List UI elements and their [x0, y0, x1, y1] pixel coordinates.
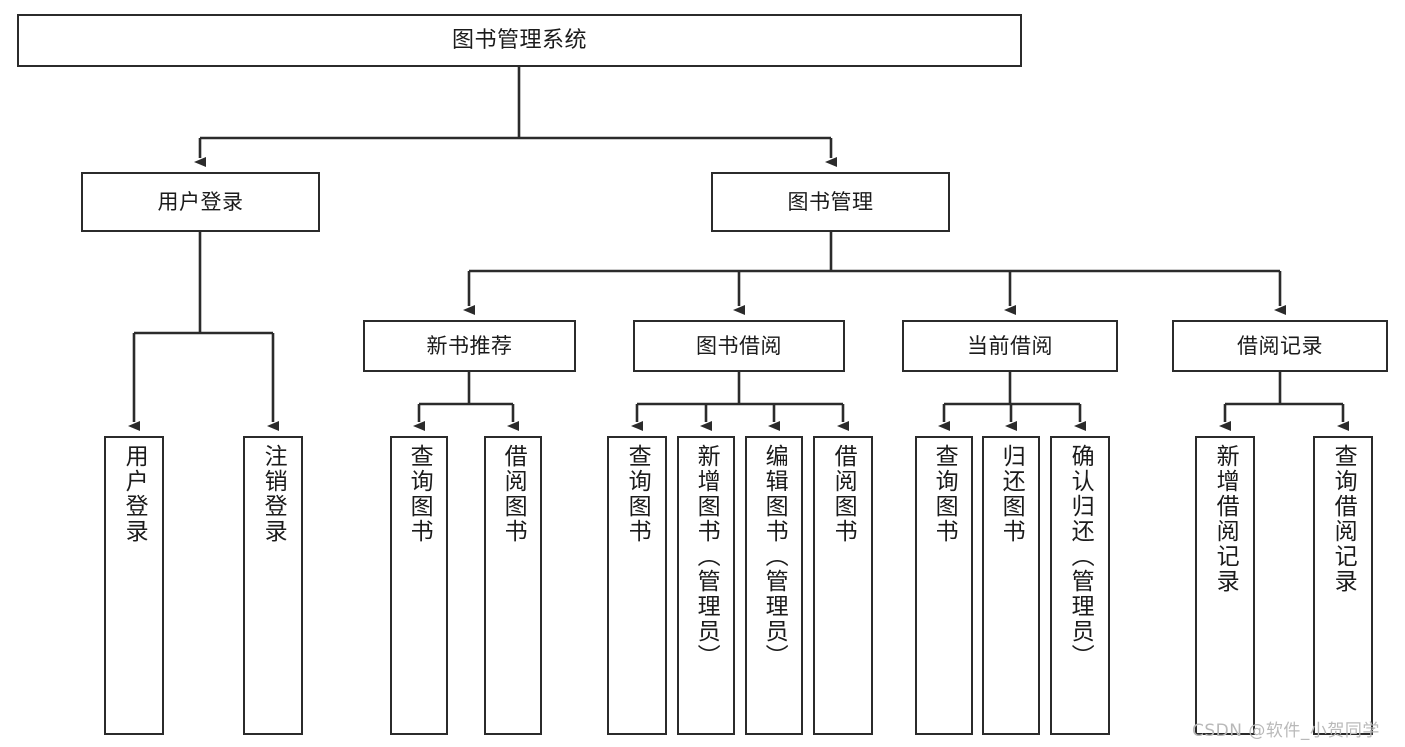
node-leaf-borrow-book-bb[interactable]: 借阅图书 [813, 436, 873, 735]
node-leaf-edit-book-label: 编辑图书（管理员） [761, 444, 788, 669]
node-leaf-query-book-cb-label: 查询图书 [931, 444, 958, 544]
node-leaf-borrow-book-bb-label: 借阅图书 [830, 444, 857, 544]
node-leaf-borrow-book-nb-label: 借阅图书 [500, 444, 527, 544]
node-leaf-confirm-return[interactable]: 确认归还（管理员） [1050, 436, 1110, 735]
node-leaf-query-book-nb[interactable]: 查询图书 [390, 436, 448, 735]
node-new-book-recommend[interactable]: 新书推荐 [363, 320, 576, 372]
node-leaf-logout[interactable]: 注销登录 [243, 436, 303, 735]
node-book-manage[interactable]: 图书管理 [711, 172, 950, 232]
node-book-borrow-label: 图书借阅 [696, 333, 782, 358]
node-leaf-user-login[interactable]: 用户登录 [104, 436, 164, 735]
node-root[interactable]: 图书管理系统 [17, 14, 1022, 67]
node-user-login-label: 用户登录 [157, 189, 244, 214]
node-leaf-query-record-label: 查询借阅记录 [1330, 444, 1357, 594]
node-leaf-query-book-bb[interactable]: 查询图书 [607, 436, 667, 735]
node-leaf-query-book-bb-label: 查询图书 [624, 444, 651, 544]
node-leaf-add-record[interactable]: 新增借阅记录 [1195, 436, 1255, 735]
node-book-manage-label: 图书管理 [787, 189, 874, 214]
node-leaf-edit-book[interactable]: 编辑图书（管理员） [745, 436, 803, 735]
node-leaf-confirm-return-label: 确认归还（管理员） [1067, 444, 1094, 669]
node-borrow-record-label: 借阅记录 [1237, 333, 1323, 358]
node-leaf-logout-label: 注销登录 [260, 444, 287, 544]
node-leaf-return-book[interactable]: 归还图书 [982, 436, 1040, 735]
csdn-watermark: CSDN @软件_小贺同学 [1192, 721, 1380, 741]
node-leaf-return-book-label: 归还图书 [998, 444, 1025, 544]
node-leaf-user-login-label: 用户登录 [121, 444, 148, 544]
node-user-login[interactable]: 用户登录 [81, 172, 320, 232]
node-leaf-add-record-label: 新增借阅记录 [1212, 444, 1239, 594]
node-book-borrow[interactable]: 图书借阅 [633, 320, 845, 372]
node-current-borrow-label: 当前借阅 [967, 333, 1053, 358]
node-leaf-query-record[interactable]: 查询借阅记录 [1313, 436, 1373, 735]
node-leaf-add-book-label: 新增图书（管理员） [693, 444, 720, 669]
node-current-borrow[interactable]: 当前借阅 [902, 320, 1118, 372]
node-new-book-recommend-label: 新书推荐 [426, 333, 513, 358]
node-leaf-borrow-book-nb[interactable]: 借阅图书 [484, 436, 542, 735]
node-leaf-query-book-cb[interactable]: 查询图书 [915, 436, 973, 735]
node-leaf-query-book-nb-label: 查询图书 [406, 444, 433, 544]
node-root-label: 图书管理系统 [451, 27, 587, 53]
node-borrow-record[interactable]: 借阅记录 [1172, 320, 1388, 372]
node-leaf-add-book[interactable]: 新增图书（管理员） [677, 436, 735, 735]
